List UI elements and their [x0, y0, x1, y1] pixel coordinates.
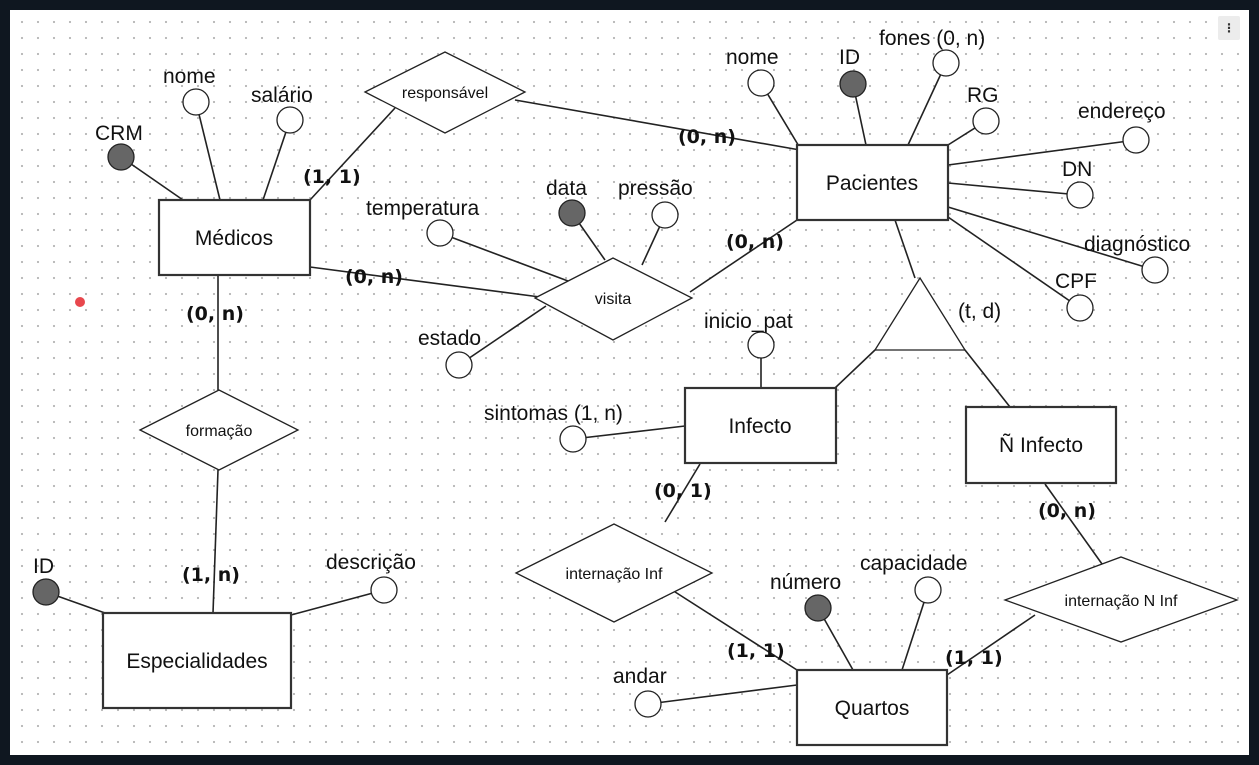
relationship-internacao-inf[interactable]: internação Inf	[514, 523, 714, 623]
label-andar: andar	[613, 665, 667, 688]
cardinality-responsavel-medicos: (1, 1)	[303, 166, 361, 188]
svg-text:Quartos: Quartos	[835, 697, 910, 720]
pointer-dot	[75, 297, 85, 307]
entity-quartos[interactable]: Quartos	[795, 668, 949, 747]
attribute-fones[interactable]	[932, 49, 960, 77]
label-descricao: descrição	[326, 551, 416, 574]
svg-text:responsável: responsável	[402, 85, 488, 102]
label-dn: DN	[1062, 158, 1092, 181]
label-numero: número	[770, 571, 841, 594]
entity-especialidades[interactable]: Especialidades	[101, 611, 293, 710]
label-especialidades-id: ID	[33, 555, 54, 578]
entity-medicos[interactable]: Médicos	[157, 198, 312, 277]
attribute-descricao[interactable]	[370, 576, 398, 604]
attribute-inicio-pat[interactable]	[747, 331, 775, 359]
cardinality-internacao-inf-quartos: (1, 1)	[727, 640, 785, 662]
relationship-responsavel[interactable]: responsável	[363, 51, 527, 134]
key-attribute-data[interactable]	[558, 199, 586, 227]
cardinality-formacao-especialidades: (1, n)	[182, 564, 240, 586]
cardinality-internacao-n-inf-n-infecto: (0, n)	[1038, 500, 1096, 522]
attribute-diagnostico[interactable]	[1141, 256, 1169, 284]
attribute-medicos-nome[interactable]	[182, 88, 210, 116]
label-medicos-nome: nome	[163, 65, 216, 88]
attribute-capacidade[interactable]	[914, 576, 942, 604]
svg-text:Ñ Infecto: Ñ Infecto	[999, 433, 1083, 457]
key-attribute-crm[interactable]	[107, 143, 135, 171]
attribute-estado[interactable]	[445, 351, 473, 379]
relationship-internacao-n-inf[interactable]: internação N Inf	[1003, 556, 1239, 643]
diagram-canvas[interactable]: responsável visita formação internação I…	[10, 10, 1249, 755]
more-options-button[interactable]: ⋮	[1218, 16, 1240, 40]
relationship-visita[interactable]: visita	[533, 257, 694, 341]
connectors	[45, 62, 1156, 705]
entity-n-infecto[interactable]: Ñ Infecto	[964, 405, 1118, 485]
label-crm: CRM	[95, 122, 143, 145]
key-attribute-especialidades-id[interactable]	[32, 578, 60, 606]
attribute-cpf[interactable]	[1066, 294, 1094, 322]
entity-pacientes[interactable]: Pacientes	[795, 143, 950, 222]
label-temperatura: temperatura	[366, 197, 480, 220]
attribute-sintomas[interactable]	[559, 425, 587, 453]
attribute-dn[interactable]	[1066, 181, 1094, 209]
key-attribute-pacientes-id[interactable]	[839, 70, 867, 98]
svg-text:Médicos: Médicos	[195, 227, 273, 250]
label-pacientes-id: ID	[839, 46, 860, 69]
attribute-pacientes-nome[interactable]	[747, 69, 775, 97]
label-endereco: endereço	[1078, 100, 1166, 123]
svg-text:Pacientes: Pacientes	[826, 172, 918, 195]
svg-text:visita: visita	[595, 291, 632, 308]
label-data: data	[546, 177, 587, 200]
svg-text:Especialidades: Especialidades	[126, 650, 267, 673]
label-cpf: CPF	[1055, 270, 1097, 293]
cardinality-internacao-inf-infecto: (0, 1)	[654, 480, 712, 502]
svg-text:internação N Inf: internação N Inf	[1065, 593, 1179, 610]
svg-text:internação Inf: internação Inf	[566, 566, 664, 583]
attribute-labels: CRM nome salário nome ID fones (0, n) RG…	[33, 27, 1190, 688]
attribute-pressao[interactable]	[651, 201, 679, 229]
label-sintomas: sintomas (1, n)	[484, 402, 623, 425]
label-inicio-pat: inicio_pat	[704, 310, 793, 333]
label-capacidade: capacidade	[860, 552, 967, 575]
cardinality-visita-medicos: (0, n)	[345, 266, 403, 288]
cardinality-visita-pacientes: (0, n)	[726, 231, 784, 253]
svg-text:formação: formação	[186, 423, 253, 440]
relationship-formacao[interactable]: formação	[138, 389, 300, 471]
attribute-rg[interactable]	[972, 107, 1000, 135]
label-pacientes-nome: nome	[726, 46, 779, 69]
label-salario: salário	[251, 84, 313, 107]
label-estado: estado	[418, 327, 481, 350]
svg-text:Infecto: Infecto	[728, 415, 791, 438]
attribute-circles	[32, 49, 1169, 718]
er-diagram: responsável visita formação internação I…	[32, 27, 1239, 747]
specialization-label: (t, d)	[958, 300, 1001, 323]
cardinality-labels: (1, 1) (0, n) (0, n) (0, n) (0, n) (1, n…	[182, 126, 1096, 669]
vertical-ellipsis-icon: ⋮	[1223, 21, 1235, 35]
attribute-temperatura[interactable]	[426, 219, 454, 247]
label-fones: fones (0, n)	[879, 27, 985, 50]
key-attribute-numero[interactable]	[804, 594, 832, 622]
label-diagnostico: diagnóstico	[1084, 233, 1190, 256]
cardinality-formacao-medicos: (0, n)	[186, 303, 244, 325]
attribute-andar[interactable]	[634, 690, 662, 718]
label-pressao: pressão	[618, 177, 693, 200]
attribute-salario[interactable]	[276, 106, 304, 134]
cardinality-responsavel-pacientes: (0, n)	[678, 126, 736, 148]
attribute-endereco[interactable]	[1122, 126, 1150, 154]
entity-infecto[interactable]: Infecto	[683, 386, 838, 465]
specialization-triangle[interactable]	[873, 276, 967, 351]
label-rg: RG	[967, 84, 999, 107]
cardinality-internacao-n-inf-quartos: (1, 1)	[945, 647, 1003, 669]
